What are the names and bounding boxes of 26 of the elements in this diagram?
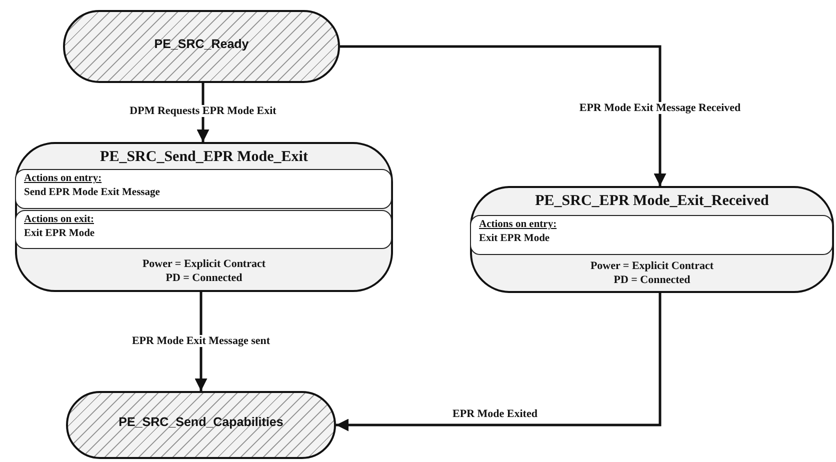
section-heading: Actions on entry:: [479, 219, 557, 230]
state-name: PE_SRC_Send_EPR Mode_Exit: [99, 149, 309, 166]
state-note: Power = Explicit Contract: [141, 258, 267, 270]
action-text: Send EPR Mode Exit Message: [24, 187, 160, 198]
section-heading: Actions on entry:: [24, 173, 102, 184]
action-section: [15, 169, 392, 209]
action-text: Exit EPR Mode: [479, 233, 550, 244]
state-box: [15, 142, 393, 292]
state-name: PE_SRC_EPR Mode_Exit_Received: [534, 193, 770, 210]
state-name: PE_SRC_Ready: [153, 37, 250, 51]
arrow: [194, 292, 208, 391]
section-heading: Actions on exit:: [24, 214, 94, 225]
state-note: PD = Connected: [164, 272, 244, 284]
edge-label: EPR Mode Exited: [452, 408, 538, 420]
action-section: [470, 215, 833, 255]
state-name: PE_SRC_Send_Capabilities: [118, 415, 284, 429]
action-section: [15, 210, 392, 249]
edge-label: DPM Requests EPR Mode Exit: [128, 105, 278, 117]
arrow: [340, 45, 666, 186]
action-text: Exit EPR Mode: [24, 228, 95, 239]
state-box: [470, 186, 834, 293]
edge-label: EPR Mode Exit Message sent: [130, 335, 272, 347]
arrow: [336, 293, 662, 432]
state-note: Power = Explicit Contract: [589, 260, 715, 272]
edge-label: EPR Mode Exit Message Received: [578, 102, 742, 114]
state-note: PD = Connected: [612, 274, 692, 286]
